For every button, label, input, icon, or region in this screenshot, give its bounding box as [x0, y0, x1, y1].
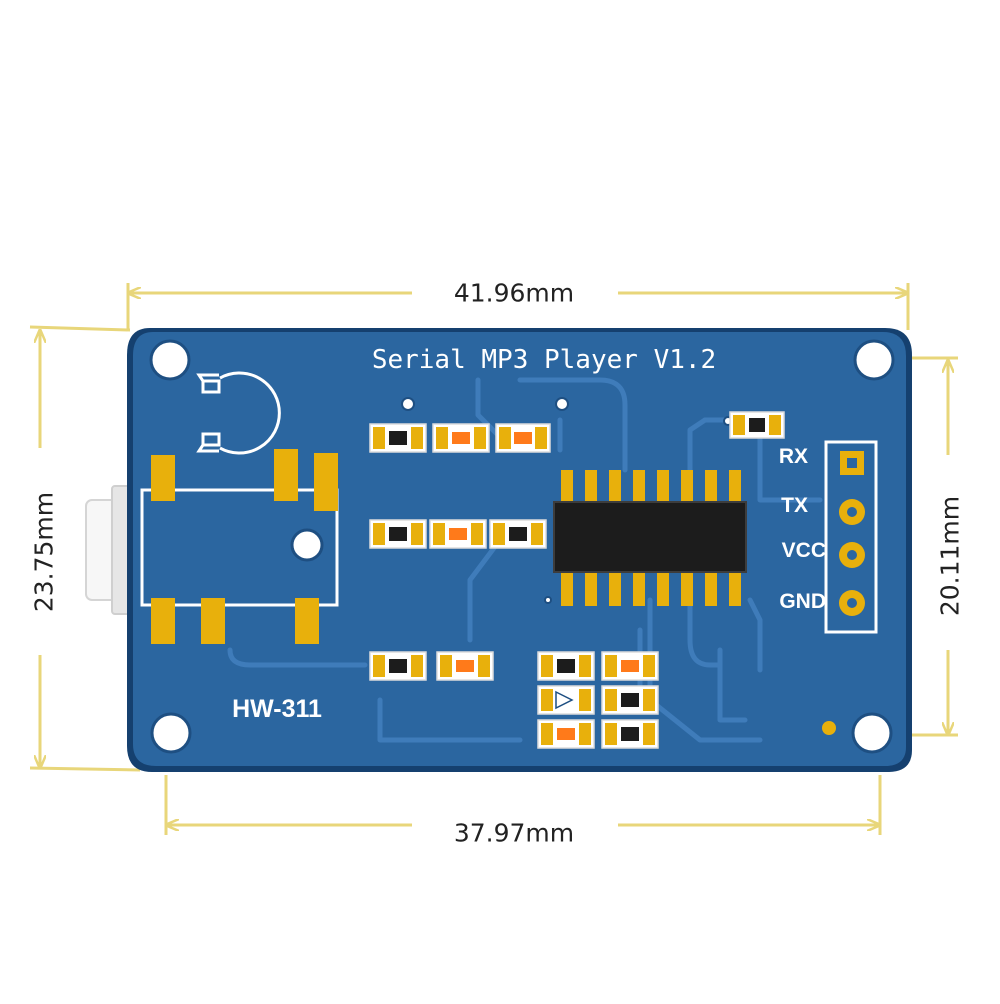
left-height-label: 23.75mm — [29, 491, 59, 613]
board-model: HW-311 — [232, 695, 322, 723]
smd-c3 — [429, 519, 487, 549]
audio-jack — [140, 449, 339, 644]
right-height-label: 20.11mm — [935, 495, 965, 617]
smd-r2 — [369, 519, 427, 549]
mounting-hole-top-right — [853, 339, 895, 381]
pin-label-rx: RX — [779, 445, 808, 468]
audio-jack-pads — [151, 449, 338, 644]
smd-r3 — [489, 519, 547, 549]
left-dim-ext-top — [29, 325, 131, 332]
decoder-ic — [553, 470, 747, 606]
smd-c6 — [537, 719, 595, 749]
smd-r1 — [369, 423, 427, 453]
smd-r6 — [601, 685, 659, 715]
mounting-hole-top-left — [149, 339, 191, 381]
smd-c5 — [601, 651, 659, 681]
ic-pins-bottom — [561, 568, 741, 606]
speaker-silkscreen — [196, 371, 281, 455]
pcb-board — [127, 328, 912, 772]
audio-jack-hole — [290, 528, 324, 562]
board-surface — [133, 332, 906, 766]
smd-c2 — [495, 423, 551, 453]
smd-components — [369, 411, 785, 749]
smd-r4 — [369, 651, 427, 681]
test-pad — [822, 721, 836, 735]
smd-c4 — [436, 651, 494, 681]
dimension-guides — [29, 283, 958, 835]
mounting-hole-bottom-right — [851, 712, 893, 754]
top-width-label: 41.96mm — [453, 278, 575, 308]
mounting-holes — [149, 339, 895, 754]
ic-pins-top — [561, 470, 741, 506]
pin-label-vcc: VCC — [782, 539, 826, 562]
pin-header — [824, 440, 878, 634]
ic-body — [553, 501, 747, 573]
audio-jack-outline — [140, 488, 339, 607]
pin-label-gnd: GND — [779, 590, 826, 613]
smd-r8 — [729, 411, 785, 439]
bottom-width-label: 37.97mm — [453, 818, 575, 848]
pin-label-tx: TX — [781, 494, 808, 517]
left-dim-ext-bottom — [29, 766, 141, 772]
smd-r7 — [601, 719, 659, 749]
smd-r5 — [537, 651, 595, 681]
smd-c1 — [432, 423, 490, 453]
board-title: Serial MP3 Player V1.2 — [372, 345, 716, 375]
pin-header-outline — [824, 440, 878, 634]
smd-diode — [537, 685, 595, 715]
mounting-hole-bottom-left — [150, 712, 192, 754]
